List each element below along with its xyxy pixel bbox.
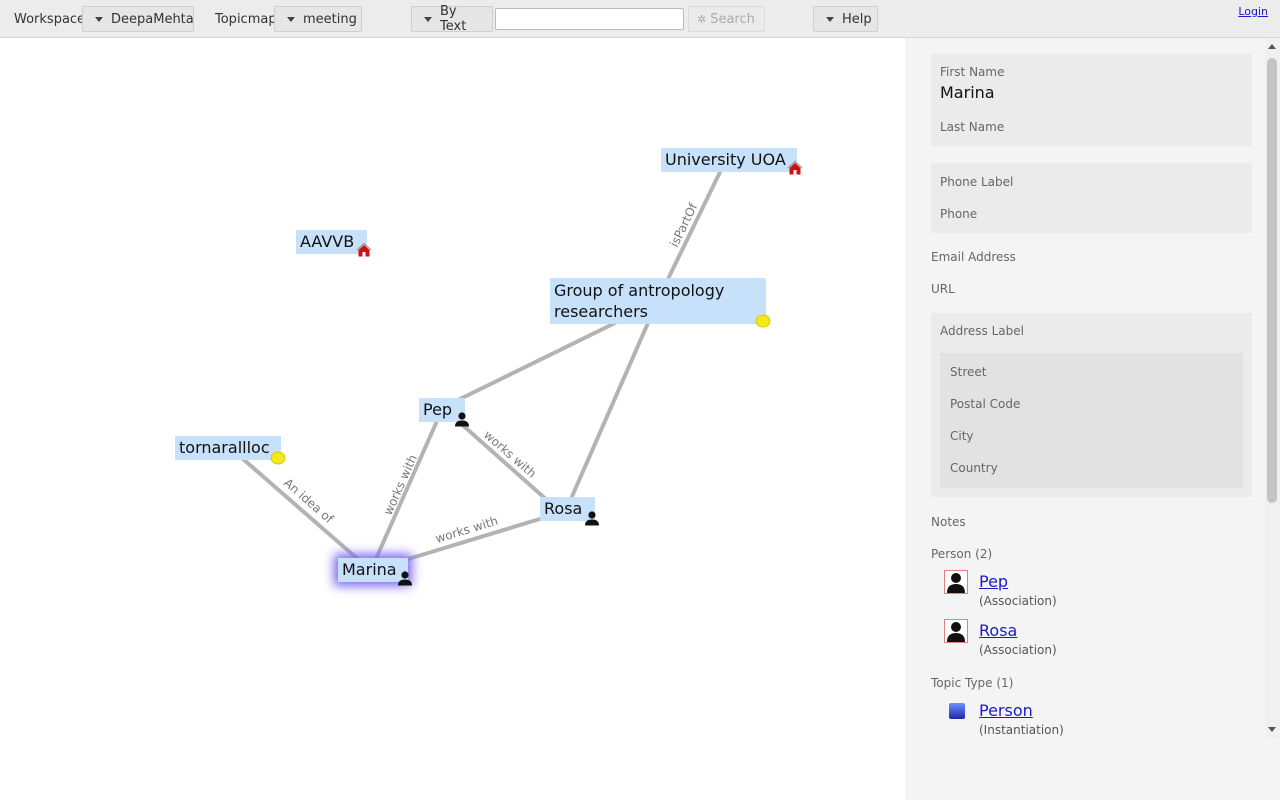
topicmap-label: Topicmap (215, 12, 277, 27)
person-icon[interactable] (397, 570, 413, 586)
phone-label: Phone (940, 207, 978, 221)
note-lightbulb-icon[interactable] (270, 451, 286, 465)
association-group-pep-edge[interactable] (454, 321, 617, 403)
scroll-down-icon[interactable] (1268, 727, 1276, 732)
topic-marina[interactable]: Marina (338, 558, 408, 582)
last-name-label: Last Name (940, 120, 1005, 134)
topicmap-canvas[interactable]: isPartOf works with works with works wit… (0, 38, 905, 800)
related-person-avatar[interactable] (944, 619, 968, 643)
institution-home-icon[interactable] (787, 160, 803, 176)
city-label: City (950, 429, 974, 443)
country-label: Country (950, 461, 998, 475)
address-inner-box: Street Postal Code City Country (940, 353, 1243, 488)
association-ispartof-edge[interactable] (666, 166, 724, 281)
phone-label-label: Phone Label (940, 175, 1014, 189)
workspace-label: Workspace (14, 12, 86, 27)
search-mode-select[interactable]: By Text (411, 4, 493, 34)
name-box: First Name Marina Last Name (931, 54, 1252, 146)
topicmap-value: meeting (303, 11, 357, 27)
person-icon (947, 622, 965, 642)
help-button[interactable]: Help (813, 6, 878, 32)
first-name-value[interactable]: Marina (940, 83, 995, 102)
login-link[interactable]: Login (1238, 5, 1268, 18)
workspace-value: DeepaMehta (111, 11, 194, 27)
workspace-select[interactable]: DeepaMehta (82, 6, 194, 32)
topic-rosa[interactable]: Rosa (540, 497, 595, 521)
toolbar: Workspace DeepaMehta Topicmap meeting By… (0, 0, 1280, 38)
panel-scrollbar[interactable] (1265, 38, 1280, 738)
topic-type-group-label: Topic Type (1) (931, 676, 1014, 690)
chevron-down-icon (287, 16, 295, 22)
person-icon[interactable] (454, 411, 470, 427)
topic-tornarallloc[interactable]: tornarallloc (175, 436, 281, 460)
search-button[interactable]: ✲ Search (688, 6, 765, 32)
association-group-rosa-edge[interactable] (568, 321, 650, 503)
association-works-with-2-edge[interactable] (456, 419, 550, 503)
association-label-works-with-2: works with (481, 428, 539, 481)
notes-label: Notes (931, 515, 966, 529)
topic-type-assoc-type: (Instantiation) (979, 723, 1064, 737)
topic-pep[interactable]: Pep (419, 398, 465, 422)
postal-code-label: Postal Code (950, 397, 1021, 411)
note-lightbulb-icon[interactable] (755, 314, 771, 328)
address-box: Address Label Street Postal Code City Co… (931, 313, 1252, 497)
institution-home-icon[interactable] (356, 242, 372, 258)
related-person-avatar[interactable] (944, 570, 968, 594)
association-works-with-3-edge[interactable] (403, 516, 545, 562)
topic-aavvb[interactable]: AAVVB (296, 230, 367, 254)
topic-university-uoa[interactable]: University UOA (661, 148, 797, 172)
chevron-down-icon (95, 16, 103, 22)
person-icon (947, 573, 965, 593)
help-label: Help (842, 11, 872, 27)
street-label: Street (950, 365, 987, 379)
address-label-label: Address Label (940, 324, 1024, 338)
search-input[interactable] (495, 8, 684, 30)
association-idea-of-edge[interactable] (241, 457, 362, 563)
topicmap-select[interactable]: meeting (274, 6, 362, 32)
first-name-label: First Name (940, 65, 1005, 79)
association-layer: isPartOf works with works with works wit… (241, 166, 724, 563)
association-works-with-1-edge[interactable] (373, 419, 439, 563)
scroll-up-icon[interactable] (1268, 44, 1276, 49)
search-button-label: Search (710, 11, 755, 27)
chevron-down-icon (424, 16, 432, 22)
related-person-assoc-type: (Association) (979, 594, 1057, 608)
email-address-label: Email Address (931, 250, 1016, 264)
url-label: URL (931, 282, 955, 296)
related-person-assoc-type: (Association) (979, 643, 1057, 657)
topic-type-icon[interactable] (948, 702, 966, 720)
search-mode-value: By Text (440, 4, 467, 34)
phone-box: Phone Label Phone (931, 163, 1252, 233)
person-group-label: Person (2) (931, 547, 993, 561)
person-icon[interactable] (584, 510, 600, 526)
related-person-link[interactable]: Pep (979, 572, 1009, 591)
chevron-down-icon (826, 16, 834, 22)
scroll-thumb[interactable] (1267, 58, 1277, 503)
topic-type-link[interactable]: Person (979, 701, 1033, 720)
topic-group-of-antropology-researchers[interactable]: Group of antropology researchers (550, 278, 766, 324)
gear-icon: ✲ (697, 12, 707, 26)
related-person-link[interactable]: Rosa (979, 621, 1018, 640)
detail-panel: First Name Marina Last Name Phone Label … (905, 38, 1280, 800)
